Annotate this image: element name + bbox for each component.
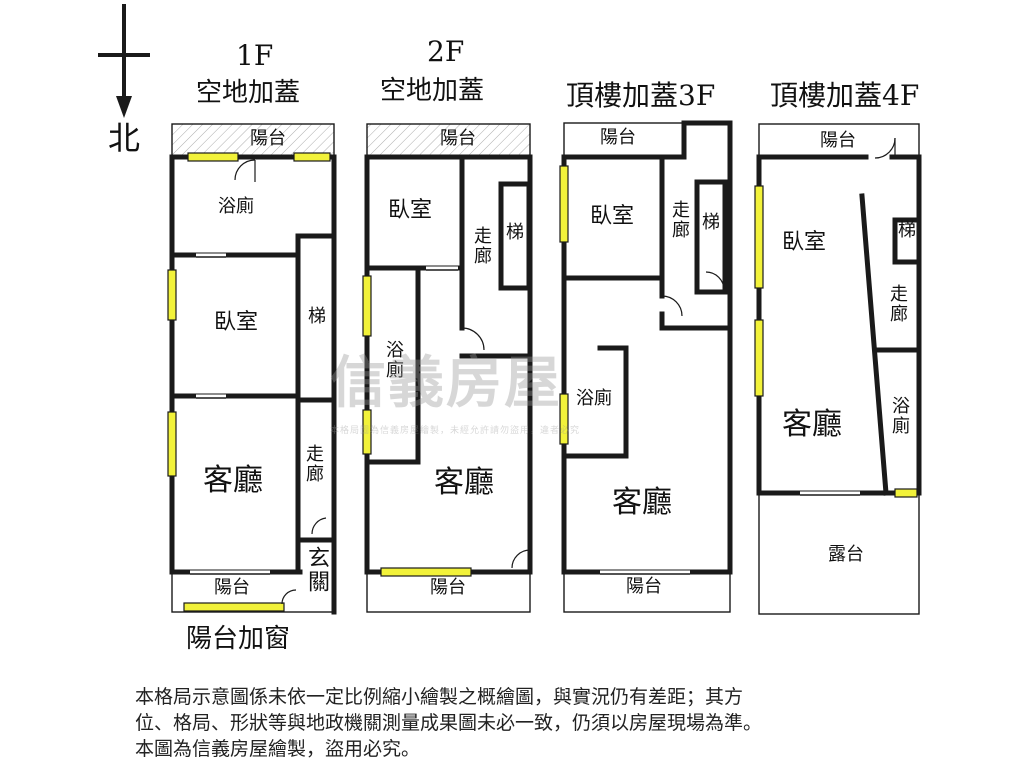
room-3f-balcony-top: 陽台 — [600, 127, 636, 148]
disclaimer: 本格局示意圖係未依一定比例縮小繪製之概繪圖，與實況仍有差距；其方 位、格局、形狀… — [135, 684, 762, 762]
room-3f-bedroom: 臥室 — [590, 204, 635, 229]
room-4f-bath: 浴廁 — [889, 396, 910, 436]
room-4f-balcony-top: 陽台 — [820, 130, 856, 151]
floor-2f-extension: 空地加蓋 — [380, 76, 485, 106]
room-1f-living: 客廳 — [203, 463, 263, 498]
floor-1f-title: 1F — [236, 39, 274, 72]
north-label: 北 — [108, 119, 141, 157]
floor-2f-plan — [362, 123, 533, 613]
floor-1f-plan — [167, 123, 337, 615]
floor-2f-title: 2F — [427, 35, 465, 68]
room-4f-corridor: 走廊 — [887, 284, 908, 324]
room-3f-living: 客廳 — [612, 485, 672, 520]
room-2f-bath: 浴廁 — [383, 340, 404, 380]
room-1f-entrance: 玄關 — [304, 546, 329, 594]
room-3f-balcony-bottom: 陽台 — [626, 576, 662, 597]
room-2f-balcony-top: 陽台 — [440, 128, 476, 149]
room-4f-living: 客廳 — [782, 407, 842, 442]
disclaimer-line-1: 本格局示意圖係未依一定比例縮小繪製之概繪圖，與實況仍有差距；其方 — [135, 686, 744, 708]
room-1f-bedroom: 臥室 — [214, 310, 259, 335]
disclaimer-line-2: 位、格局、形狀等與地政機關測量成果圖未必一致，仍須以房屋現場為準。 — [135, 712, 763, 734]
room-3f-corridor: 走廊 — [669, 200, 690, 240]
compass-icon — [98, 4, 150, 118]
floor-3f-plan — [559, 120, 733, 613]
room-1f-balcony-bottom: 陽台 — [214, 577, 250, 598]
disclaimer-line-3: 本圖為信義房屋繪製，盜用必究。 — [135, 738, 421, 760]
room-1f-stairs: 梯 — [308, 306, 326, 327]
room-1f-corridor: 走廊 — [303, 444, 324, 484]
room-4f-stairs: 梯 — [898, 220, 916, 241]
room-2f-bedroom: 臥室 — [388, 198, 433, 223]
room-2f-corridor: 走廊 — [471, 226, 492, 266]
floor-1f-note: 陽台加窗 — [186, 624, 291, 654]
floor-4f-title: 頂樓加蓋4F — [770, 79, 920, 112]
floor-3f-title: 頂樓加蓋3F — [566, 79, 716, 112]
room-4f-bedroom: 臥室 — [782, 230, 827, 255]
room-2f-living: 客廳 — [434, 465, 494, 500]
watermark-caption: 本格局圖為信義房屋繪製，未經允許請勿盜用，違者必究 — [330, 426, 581, 436]
room-1f-bath: 浴廁 — [218, 196, 254, 217]
room-2f-stairs: 梯 — [506, 222, 524, 243]
room-4f-terrace: 露台 — [828, 544, 864, 565]
room-3f-bath: 浴廁 — [576, 388, 612, 409]
watermark: 信義房屋 本格局圖為信義房屋繪製，未經允許請勿盜用，違者必究 — [330, 338, 580, 436]
room-3f-stairs: 梯 — [702, 212, 720, 233]
room-2f-balcony-bottom: 陽台 — [430, 577, 466, 598]
room-1f-balcony-top: 陽台 — [250, 128, 286, 149]
watermark-brand: 信義房屋 — [330, 351, 562, 416]
floor-1f-extension: 空地加蓋 — [196, 78, 301, 108]
floor-4f-plan — [754, 123, 922, 615]
